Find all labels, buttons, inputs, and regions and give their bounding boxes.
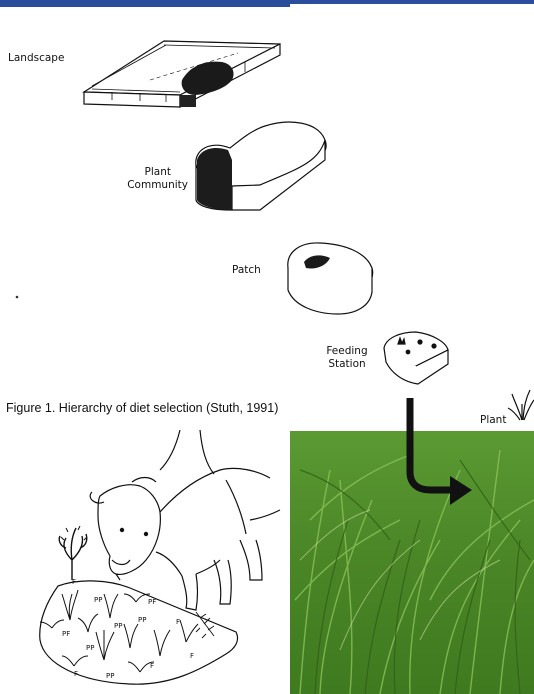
plant-label: PP (86, 644, 94, 652)
patch-block (288, 243, 373, 314)
level-label-plant-community-line1: Plant (98, 166, 188, 179)
level-label-feeding-station-line2: Station (322, 358, 372, 371)
feeding-station-block (384, 332, 448, 384)
figure-caption: Figure 1. Hierarchy of diet selection (S… (6, 401, 278, 415)
level-label-plant: Plant (480, 414, 506, 427)
cow-grazing-illustration (40, 430, 280, 684)
plant-community-block (196, 122, 326, 210)
plant-label: PF (62, 630, 70, 638)
plant-label: F (74, 670, 78, 678)
plant-label: F (150, 662, 154, 670)
plant-label: PF (148, 598, 156, 606)
plant-label: PP (106, 672, 114, 680)
plant-label: F (190, 652, 194, 660)
level-label-plant-community: Plant Community (98, 166, 188, 192)
plant-label: PP (114, 622, 122, 630)
landscape-block (84, 41, 280, 107)
plant-label: F (72, 578, 76, 586)
plant-label: F (176, 618, 180, 626)
plant-label: PP (94, 596, 102, 604)
level-label-patch: Patch (232, 264, 261, 277)
plant-label: PP (138, 616, 146, 624)
plant-icon (508, 390, 534, 420)
level-label-landscape: Landscape (8, 52, 64, 65)
level-label-feeding-station: Feeding Station (322, 345, 372, 371)
stray-mark (16, 296, 19, 299)
level-label-plant-community-line2: Community (98, 179, 188, 192)
level-label-feeding-station-line1: Feeding (322, 345, 372, 358)
